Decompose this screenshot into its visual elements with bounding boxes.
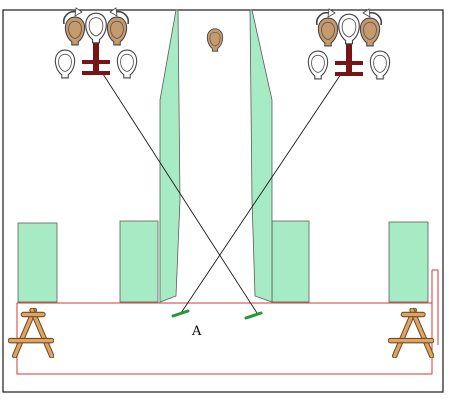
shooting-mark-right <box>244 311 263 320</box>
barrier-wall-far-left <box>17 222 58 303</box>
sight-line-left-array <box>102 73 258 314</box>
sight-line-right-array <box>180 73 342 314</box>
rotate-arrow-icon <box>109 7 130 25</box>
shooting-mark-left <box>171 309 190 318</box>
center-barrier-right <box>249 9 273 303</box>
barrier-wall-left <box>119 220 159 303</box>
steel-target-array-icon <box>54 7 138 79</box>
steel-target-array-icon <box>307 8 391 80</box>
rotate-arrow-icon <box>62 7 83 25</box>
barrier-wall-far-right <box>388 221 429 303</box>
barrier-wall-right <box>271 220 310 303</box>
center-barrier-left <box>159 9 181 303</box>
position-label-a: A <box>191 324 202 339</box>
rotate-arrow-icon <box>362 8 383 26</box>
rotate-arrow-icon <box>315 8 336 26</box>
stage-frame <box>2 9 444 393</box>
